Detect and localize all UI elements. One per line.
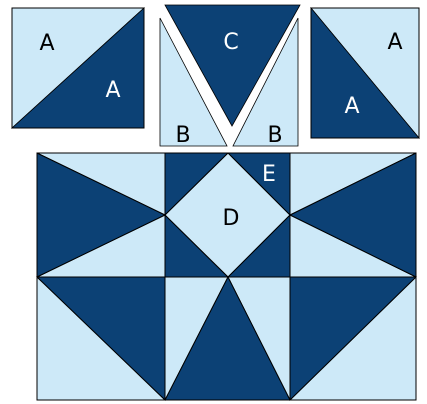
assembled-block: D E xyxy=(37,153,416,400)
label-b-left: B xyxy=(175,123,190,148)
half-square-unit-left: A A xyxy=(12,8,144,128)
flying-geese-unit: C B B xyxy=(160,5,300,148)
label-a-dark-right: A xyxy=(344,94,359,119)
label-d: D xyxy=(223,206,240,231)
label-e: E xyxy=(262,162,276,187)
half-square-unit-right: A A xyxy=(311,8,419,138)
label-c: C xyxy=(223,30,238,55)
label-a-light-right: A xyxy=(387,30,402,55)
label-a-dark: A xyxy=(105,78,120,103)
label-b-right: B xyxy=(267,123,282,148)
label-a-light: A xyxy=(39,31,54,56)
